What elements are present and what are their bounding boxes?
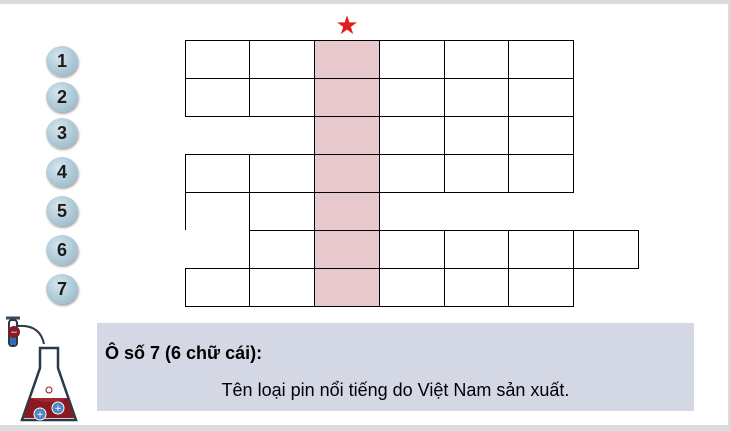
keyword-cell[interactable] xyxy=(314,154,380,193)
crossword-cell[interactable] xyxy=(444,78,509,117)
question-title: Ô số 7 (6 chữ cái): xyxy=(105,343,263,363)
crossword-cell[interactable] xyxy=(444,268,509,307)
lab-flask-battery-icon: − + + xyxy=(6,316,78,422)
row-number-5[interactable]: 5 xyxy=(46,196,78,226)
row-number-label: 1 xyxy=(56,50,67,71)
crossword-cell[interactable] xyxy=(379,78,445,117)
row-number-label: 2 xyxy=(56,86,67,107)
crossword-cell[interactable] xyxy=(249,268,315,307)
row-number-label: 6 xyxy=(56,239,67,260)
keyword-cell[interactable] xyxy=(314,116,380,155)
crossword-cell[interactable] xyxy=(444,230,509,269)
crossword-cell[interactable] xyxy=(444,154,509,193)
crossword-cell[interactable] xyxy=(444,40,509,79)
svg-text:+: + xyxy=(54,404,62,414)
row-number-label: 4 xyxy=(56,161,67,182)
slide-canvas: ★ 1 2 3 4 5 6 7 xyxy=(0,4,728,425)
row-number-label: 5 xyxy=(56,200,67,221)
crossword-cell[interactable] xyxy=(508,78,574,117)
row-number-label: 3 xyxy=(56,122,67,143)
crossword-cell[interactable] xyxy=(508,154,574,193)
crossword-cell[interactable] xyxy=(573,230,639,269)
keyword-cell[interactable] xyxy=(314,40,380,79)
crossword-cell[interactable] xyxy=(379,40,445,79)
crossword-cell[interactable] xyxy=(379,268,445,307)
crossword-cell[interactable] xyxy=(379,116,445,155)
crossword-cell[interactable] xyxy=(185,154,250,193)
crossword-cell[interactable] xyxy=(185,268,250,307)
crossword-cell[interactable] xyxy=(508,268,574,307)
crossword-cell[interactable] xyxy=(185,230,250,269)
crossword-cell[interactable] xyxy=(185,78,250,117)
row-number-1[interactable]: 1 xyxy=(46,46,78,76)
keyword-cell[interactable] xyxy=(314,192,380,231)
crossword-cell[interactable] xyxy=(185,192,250,231)
svg-text:−: − xyxy=(10,328,18,338)
crossword-cell[interactable] xyxy=(249,40,315,79)
crossword-cell[interactable] xyxy=(185,40,250,79)
svg-text:+: + xyxy=(36,410,44,420)
crossword-cell[interactable] xyxy=(249,154,315,193)
row-number-6[interactable]: 6 xyxy=(46,235,78,265)
crossword-cell[interactable] xyxy=(249,78,315,117)
crossword-cell[interactable] xyxy=(444,116,509,155)
row-number-4[interactable]: 4 xyxy=(46,157,78,187)
crossword-cell[interactable] xyxy=(249,230,315,269)
row-number-7[interactable]: 7 xyxy=(46,274,78,304)
row-number-3[interactable]: 3 xyxy=(46,118,78,148)
question-panel: Ô số 7 (6 chữ cái): Tên loại pin nổi tiế… xyxy=(97,323,694,411)
star-icon: ★ xyxy=(335,10,359,40)
row-number-label: 7 xyxy=(56,278,67,299)
crossword-cell[interactable] xyxy=(379,154,445,193)
row-number-2[interactable]: 2 xyxy=(46,82,78,112)
crossword-cell[interactable] xyxy=(508,230,574,269)
crossword-cell[interactable] xyxy=(249,192,315,231)
crossword-cell[interactable] xyxy=(379,230,445,269)
crossword-cell[interactable] xyxy=(508,40,574,79)
keyword-cell[interactable] xyxy=(314,230,380,269)
keyword-cell[interactable] xyxy=(314,78,380,117)
crossword-cell[interactable] xyxy=(508,116,574,155)
keyword-cell[interactable] xyxy=(314,268,380,307)
question-text: Tên loại pin nổi tiếng do Việt Nam sản x… xyxy=(221,380,570,400)
